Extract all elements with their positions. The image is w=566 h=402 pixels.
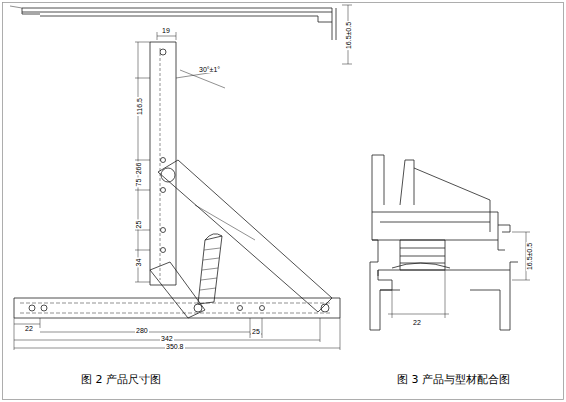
- dimension-label: 16.5±0.5: [345, 20, 352, 49]
- dimension-label: 280: [135, 327, 149, 334]
- dimension-label: 22: [412, 319, 422, 326]
- dimension-label: 116.5: [136, 97, 143, 116]
- dimension-label: 22: [24, 325, 34, 332]
- dimension-label: 25: [251, 328, 261, 335]
- figure-caption: 图 2 产品尺寸图: [80, 374, 162, 385]
- dimension-label: 25: [135, 219, 142, 229]
- figure-caption: 图 3 产品与型材配合图: [396, 374, 511, 385]
- dimension-label: 342: [160, 335, 174, 342]
- dimension-label: 34: [135, 257, 142, 267]
- dimension-label: 75: [135, 177, 142, 187]
- dimension-label: 19: [161, 27, 171, 34]
- dimension-label: 266: [136, 161, 143, 175]
- dimension-label: 350.8: [165, 343, 185, 350]
- dimension-label: 30°±1°: [198, 66, 221, 73]
- dimension-label: 16.5±0.5: [526, 241, 533, 270]
